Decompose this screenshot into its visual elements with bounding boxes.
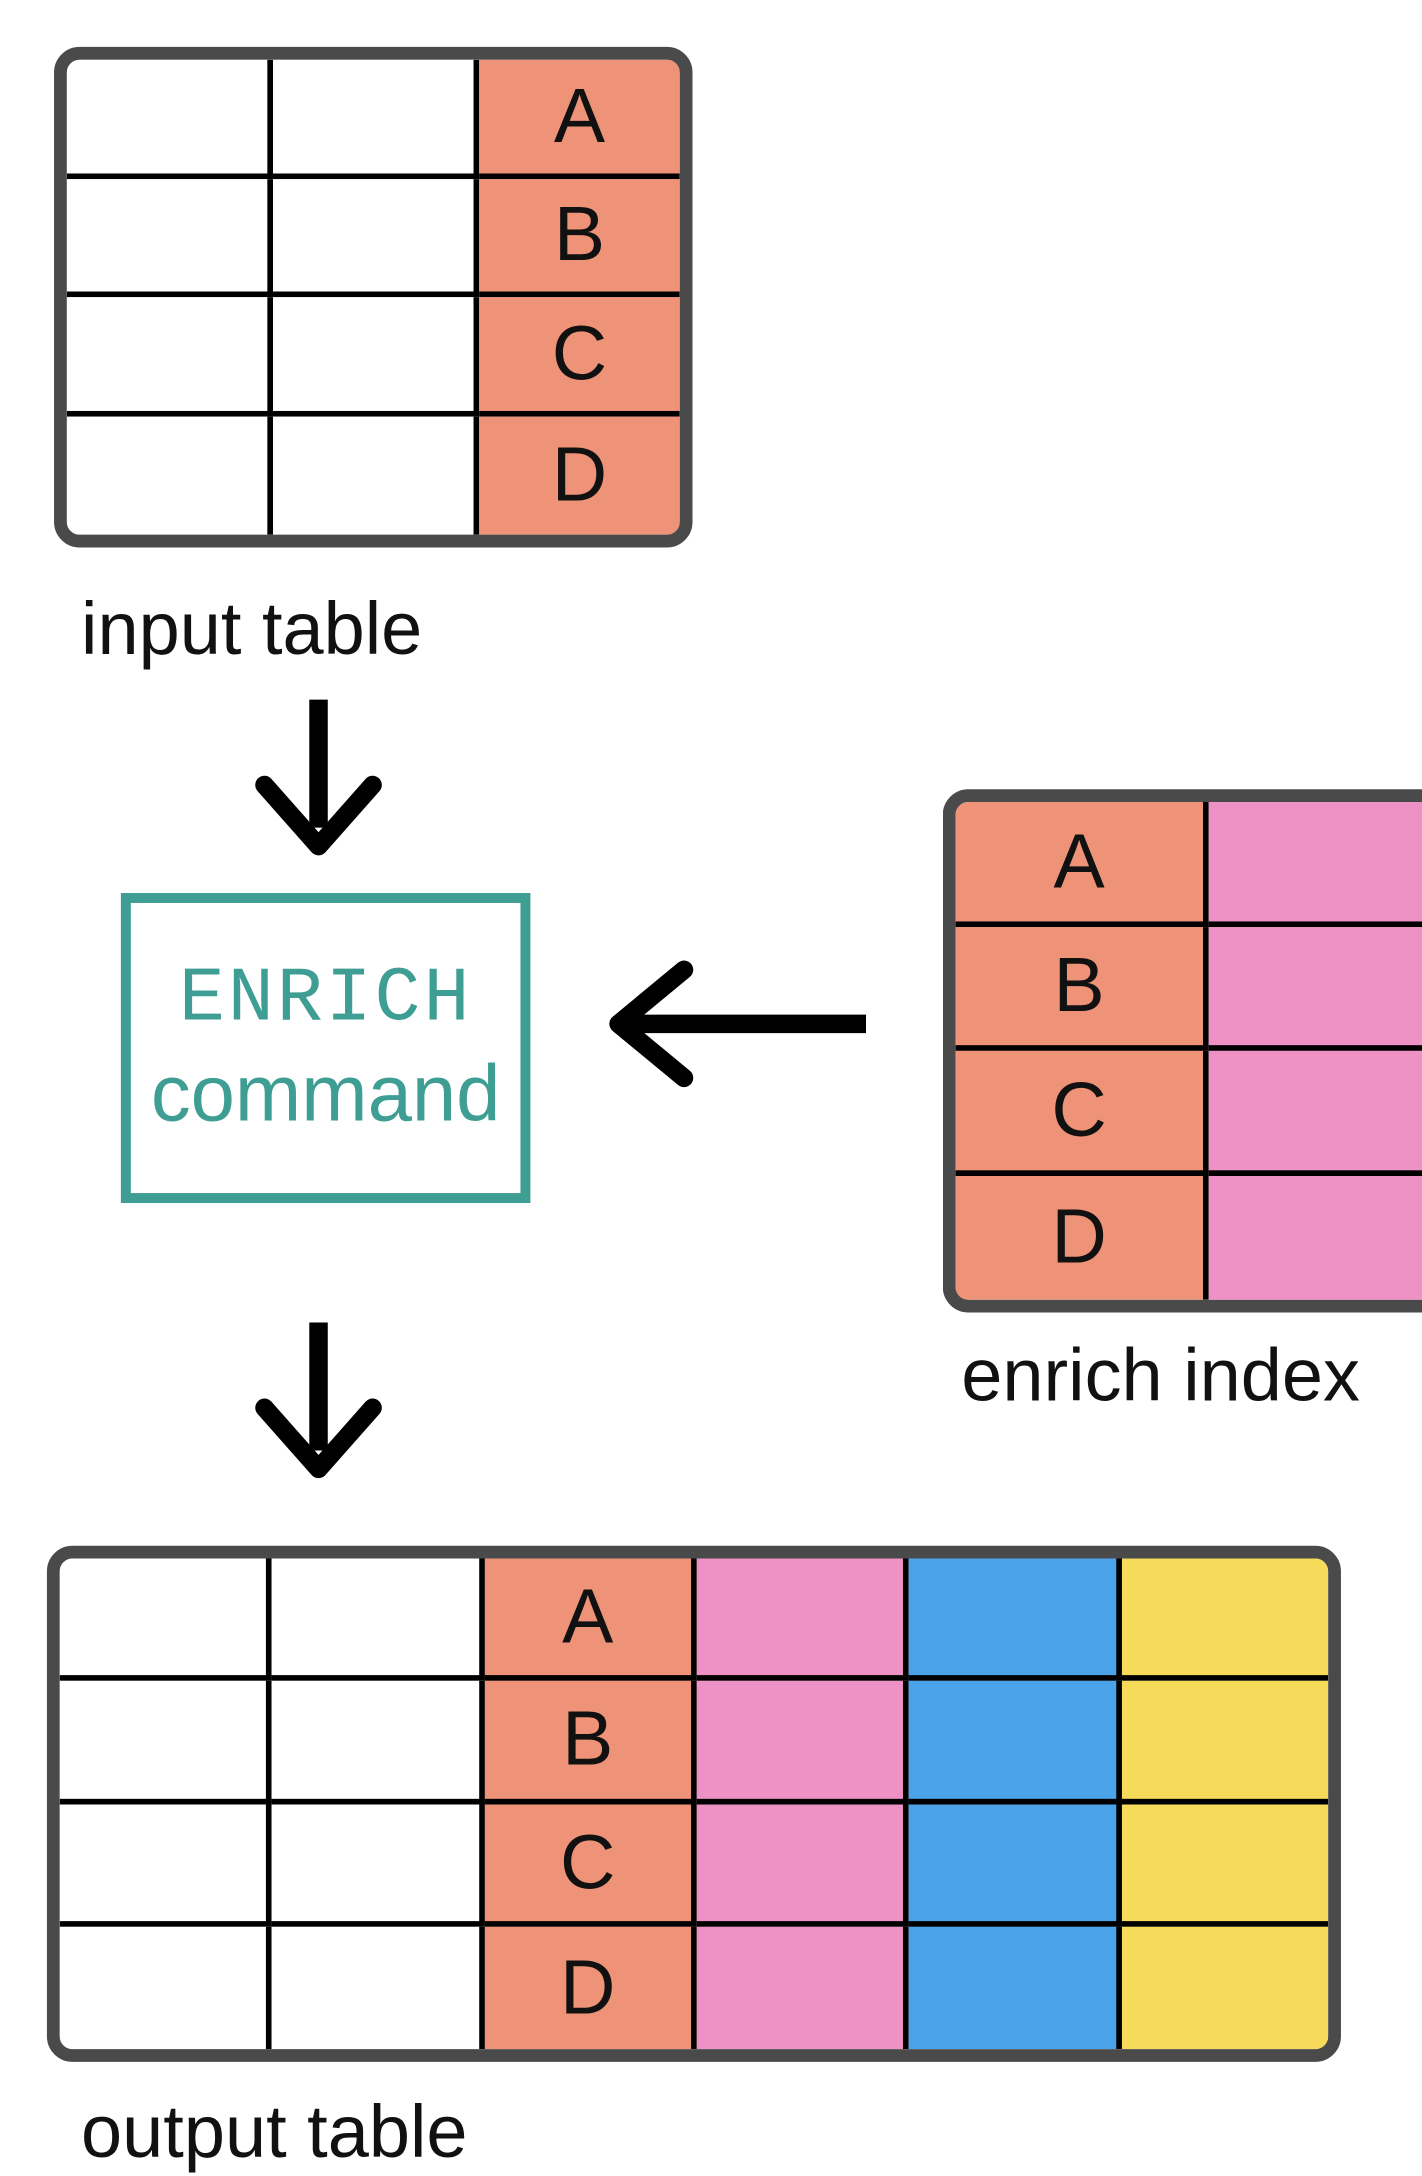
- output-table-caption: output table: [81, 2091, 468, 2175]
- enrich-index-table-row: B: [955, 926, 1422, 1051]
- input-table-cell: [273, 297, 480, 416]
- enrich-index-table-cell: D: [955, 1175, 1209, 1300]
- output-table-cell: B: [484, 1681, 697, 1804]
- arrow-index-to-command: [604, 950, 868, 1098]
- enrich-command-box[interactable]: ENRICH command: [120, 893, 531, 1204]
- input-table-caption: input table: [81, 588, 423, 672]
- output-table-cell: [59, 1558, 273, 1682]
- enrich-index-table-cell: [1208, 1050, 1422, 1176]
- output-table-cell: [909, 1681, 1122, 1804]
- input-table-cell: [66, 297, 274, 416]
- output-table-cell: [272, 1803, 485, 1927]
- input-table-row: C: [66, 297, 680, 416]
- output-table-cell: [696, 1926, 910, 2050]
- input-table-cell: [273, 415, 480, 535]
- input-table-row: B: [66, 178, 680, 298]
- enrich-index-table-cell: [1208, 1175, 1422, 1300]
- enrich-index-table-cell: B: [955, 926, 1209, 1051]
- enrich-index-table-cell: A: [955, 802, 1209, 927]
- output-table-row: D: [59, 1926, 1329, 2050]
- output-table-cell: [909, 1558, 1122, 1682]
- output-table-cell: [272, 1926, 485, 2050]
- enrich-command-keyword: ENRICH: [178, 957, 473, 1044]
- arrow-command-to-output: [250, 1320, 387, 1479]
- input-table-cell: [273, 59, 480, 179]
- input-table-cell: D: [479, 415, 680, 535]
- output-table-cell: [1121, 1558, 1329, 1682]
- enrich-index-table-cell: C: [955, 1050, 1209, 1176]
- enrich-command-subtitle: command: [150, 1047, 501, 1138]
- output-table-cell: [909, 1803, 1122, 1927]
- enrich-index-table-row: C: [955, 1050, 1422, 1176]
- output-table-cell: D: [484, 1926, 697, 2050]
- output-table-cell: [1121, 1803, 1329, 1927]
- input-table-cell: B: [479, 178, 680, 298]
- output-table-cell: C: [484, 1803, 697, 1927]
- output-table-row: A: [59, 1558, 1329, 1682]
- output-table-cell: A: [484, 1558, 697, 1682]
- enrich-index-table-cell: [1208, 926, 1422, 1051]
- output-table-cell: [696, 1558, 910, 1682]
- output-table-cell: [696, 1803, 910, 1927]
- enrich-index-table-row: D: [955, 1175, 1422, 1300]
- output-table-cell: [909, 1926, 1122, 2050]
- input-table-cell: [66, 178, 274, 298]
- input-table-cell: A: [479, 59, 680, 179]
- output-table-cell: [272, 1681, 485, 1804]
- input-table-row: D: [66, 415, 680, 535]
- output-table-cell: [59, 1681, 273, 1804]
- output-table-row: C: [59, 1803, 1329, 1927]
- enrich-index-caption: enrich index: [961, 1335, 1360, 1418]
- enrich-index-table-row: A: [955, 802, 1422, 927]
- input-table-cell: [273, 178, 480, 298]
- output-table-cell: [59, 1926, 273, 2050]
- output-table-cell: [1121, 1926, 1329, 2050]
- output-table-cell: [1121, 1681, 1329, 1804]
- enrich-index-table-cell: [1208, 802, 1422, 927]
- input-table-row: A: [66, 59, 680, 179]
- input-table-cell: [66, 415, 274, 535]
- input-table-cell: C: [479, 297, 680, 416]
- output-table-row: B: [59, 1681, 1329, 1804]
- input-table-cell: [66, 59, 274, 179]
- output-table-cell: [696, 1681, 910, 1804]
- output-table-cell: [59, 1803, 273, 1927]
- output-table-cell: [272, 1558, 485, 1682]
- arrow-input-to-command: [250, 697, 387, 856]
